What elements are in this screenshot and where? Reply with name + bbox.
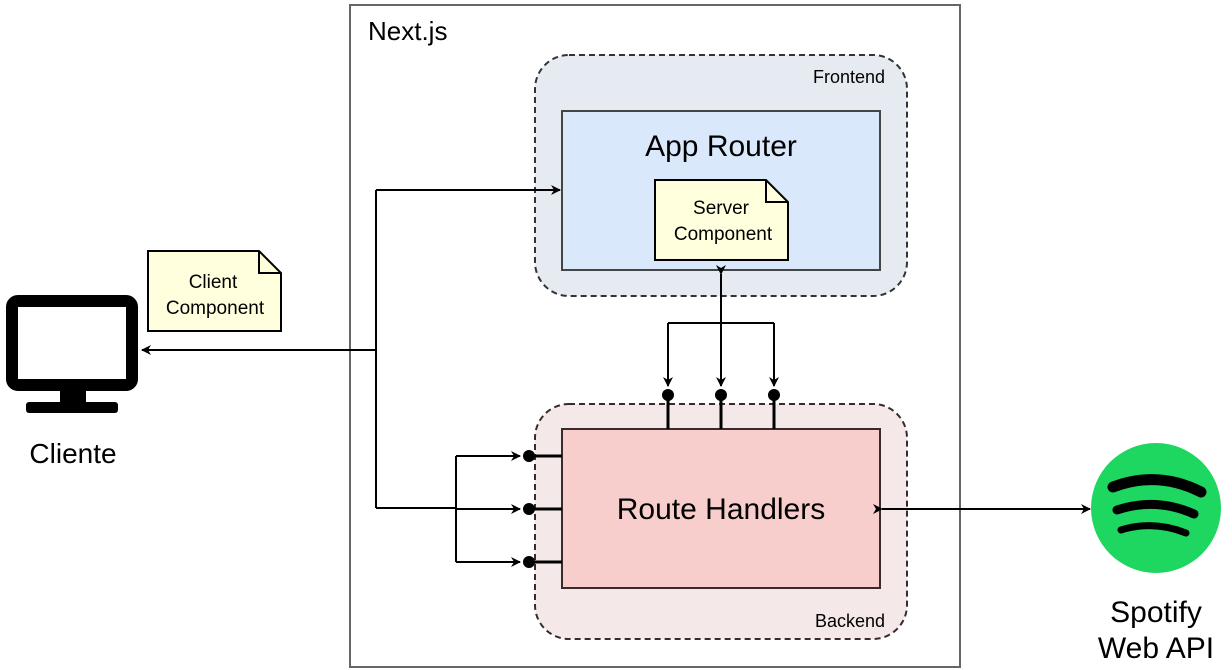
- port-dot: [523, 556, 535, 568]
- client-component-line2: Component: [166, 298, 265, 319]
- port-dot: [662, 389, 674, 401]
- client-component-note: Client Component: [147, 250, 282, 332]
- monitor-icon: [6, 295, 138, 413]
- route-handlers-box: Route Handlers: [561, 428, 881, 589]
- port-dot: [768, 389, 780, 401]
- spotify-icon: [1091, 443, 1221, 573]
- port-dot: [715, 389, 727, 401]
- app-router-title: App Router: [645, 130, 797, 163]
- connector-lines: [141, 185, 1091, 567]
- spotify-label-line2: Web API: [1098, 632, 1214, 665]
- port-dot: [523, 450, 535, 462]
- server-component-note: Server Component: [654, 179, 789, 261]
- nextjs-label: Next.js: [368, 16, 447, 46]
- port-dots: [523, 389, 780, 568]
- client-component-line1: Client: [189, 272, 238, 293]
- port-dot: [523, 503, 535, 515]
- backend-label: Backend: [815, 611, 885, 631]
- client-label: Cliente: [29, 438, 116, 469]
- server-component-line2: Component: [674, 224, 773, 245]
- spotify-label-line1: Spotify: [1110, 596, 1202, 629]
- frontend-label: Frontend: [813, 67, 885, 87]
- server-component-line1: Server: [693, 198, 750, 219]
- route-handlers-title: Route Handlers: [617, 493, 825, 526]
